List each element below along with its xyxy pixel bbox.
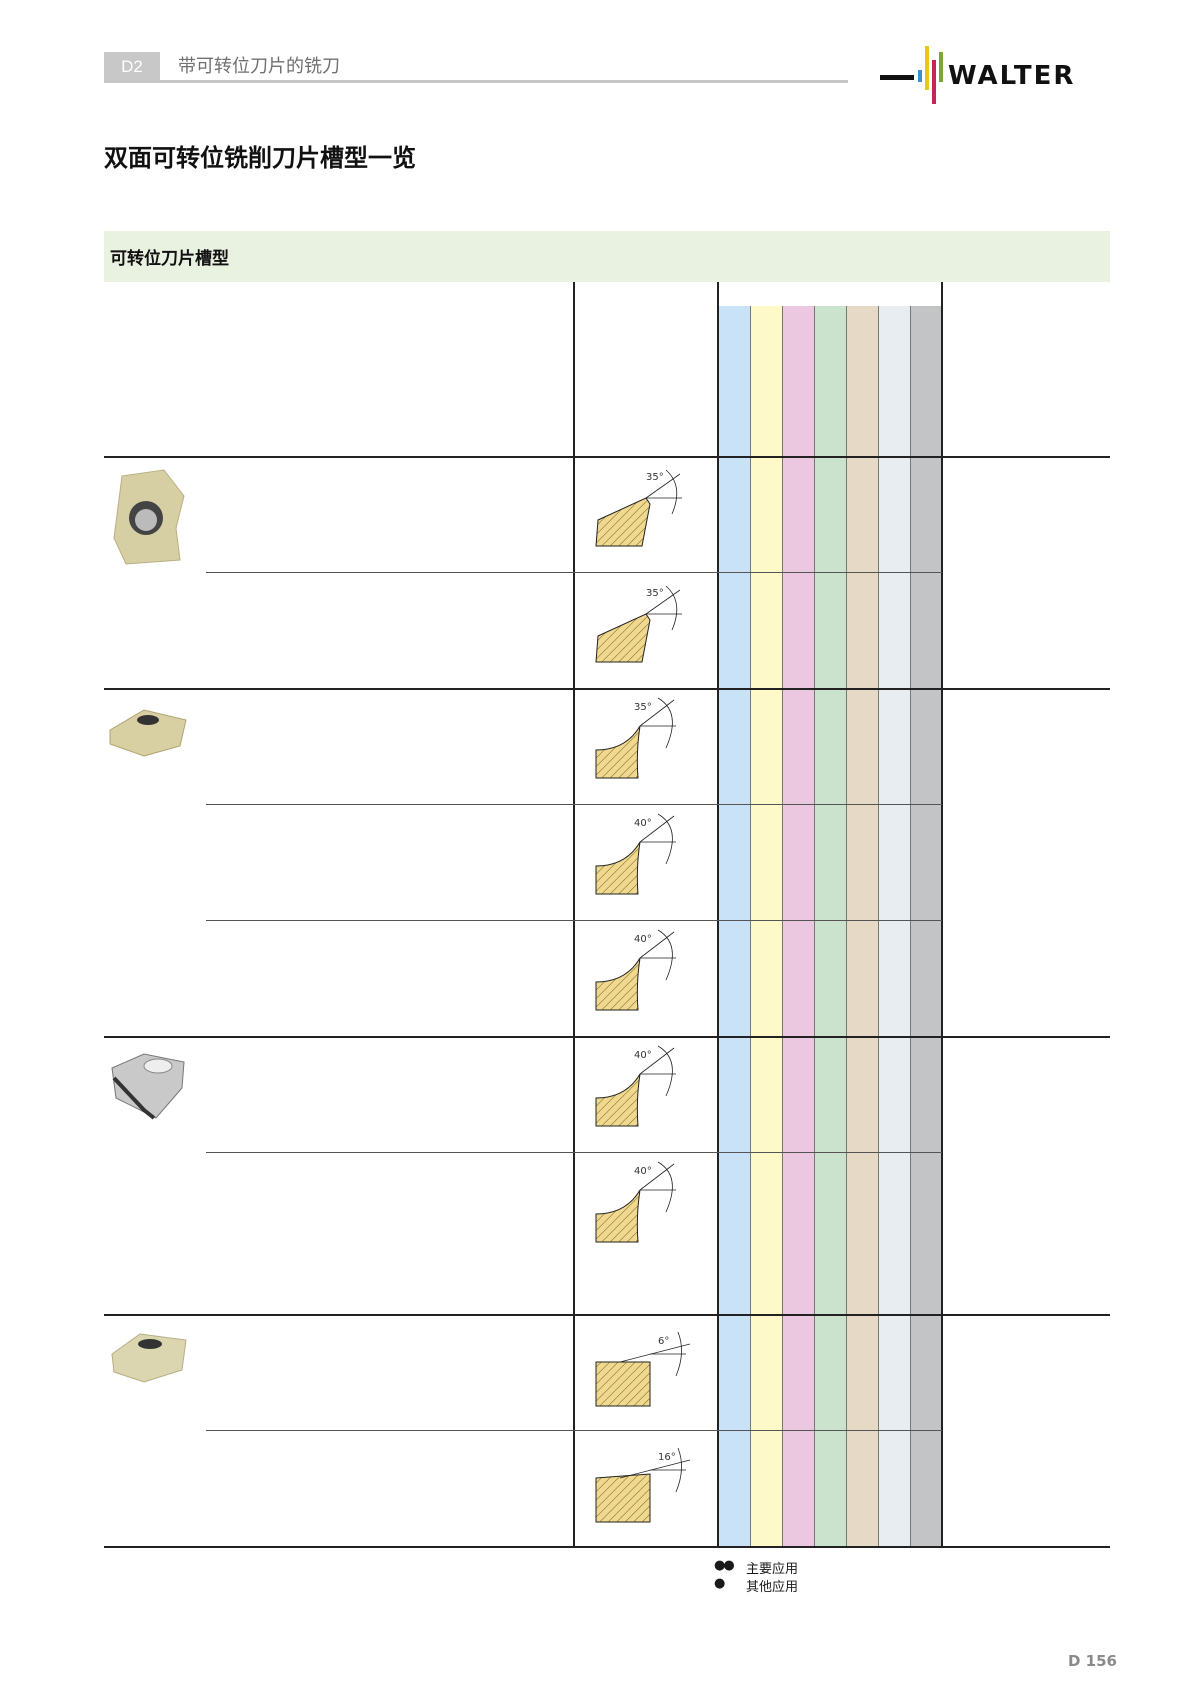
- cutting-edge-profile: 40°: [595, 1161, 676, 1243]
- profile-column-left-border: [573, 282, 575, 1546]
- material-column-o: [910, 306, 942, 1546]
- angle-label: 35°: [646, 588, 664, 599]
- band-title: 可转位刀片槽型: [110, 249, 229, 269]
- row-divider: [206, 920, 942, 921]
- row-divider: [206, 572, 942, 573]
- cutting-edge-profile: 6°: [595, 1331, 691, 1407]
- angle-label: 40°: [634, 1050, 652, 1061]
- legend-symbol: ●●: [714, 1558, 735, 1573]
- insert-image: [109, 709, 187, 757]
- material-column-divider: [814, 306, 815, 1546]
- material-column-s: [846, 306, 878, 1546]
- insert-image: [111, 1333, 187, 1383]
- logo-text: WALTER: [948, 61, 1075, 91]
- material-column-divider: [878, 306, 879, 1546]
- material-group-left-border: [717, 282, 719, 1546]
- cutting-edge-profile: 35°: [595, 585, 682, 663]
- cutting-edge-profile: 16°: [595, 1447, 691, 1523]
- cutting-edge-profile: 35°: [595, 469, 682, 547]
- material-column-m: [750, 306, 782, 1546]
- angle-label: 40°: [634, 1166, 652, 1177]
- group-divider: [104, 1036, 1110, 1038]
- cutting-edge-profile: 40°: [595, 929, 676, 1011]
- page-title: 双面可转位铣削刀片槽型一览: [104, 144, 416, 172]
- group-divider: [104, 1314, 1110, 1316]
- logo-bar-red: [932, 60, 936, 104]
- group-divider: [104, 1546, 1110, 1548]
- angle-label: 40°: [634, 818, 652, 829]
- insert-image: [111, 1053, 185, 1120]
- material-column-p: [718, 306, 750, 1546]
- material-column-h: [878, 306, 910, 1546]
- logo-bar-yellow: [925, 46, 929, 90]
- insert-image: [113, 469, 185, 565]
- row-divider: [206, 1152, 942, 1153]
- row-divider: [206, 1430, 942, 1431]
- material-column-divider: [782, 306, 783, 1546]
- material-column-k: [782, 306, 814, 1546]
- logo-dash: [880, 75, 914, 80]
- legend-label: 主要应用: [746, 1562, 799, 1577]
- angle-label: 6°: [658, 1336, 669, 1347]
- cutting-edge-profile: 40°: [595, 813, 676, 895]
- material-column-divider: [910, 306, 911, 1546]
- angle-label: 35°: [646, 472, 664, 483]
- angle-label: 35°: [634, 702, 652, 713]
- angle-label: 40°: [634, 934, 652, 945]
- group-divider: [104, 688, 1110, 690]
- cutting-edge-profile: 40°: [595, 1045, 676, 1127]
- page-number: D 156: [1068, 1652, 1117, 1670]
- legend-symbol: ●: [714, 1576, 725, 1591]
- material-column-n: [814, 306, 846, 1546]
- section-badge: D2: [104, 52, 160, 82]
- logo-bar-green: [939, 52, 943, 82]
- section-band: [104, 231, 1110, 282]
- walter-logo: WALTER: [880, 46, 1075, 104]
- row-divider: [206, 804, 942, 805]
- section-title: 带可转位刀片的铣刀: [178, 56, 340, 77]
- section-divider: [104, 80, 848, 83]
- material-group-right-border: [941, 282, 943, 1546]
- material-column-divider: [750, 306, 751, 1546]
- logo-bar-blue: [918, 70, 922, 82]
- material-column-divider: [846, 306, 847, 1546]
- header-bottom-rule: [104, 456, 1110, 458]
- cutting-edge-profile: 35°: [595, 697, 676, 779]
- legend-label: 其他应用: [746, 1580, 799, 1595]
- angle-label: 16°: [658, 1452, 676, 1463]
